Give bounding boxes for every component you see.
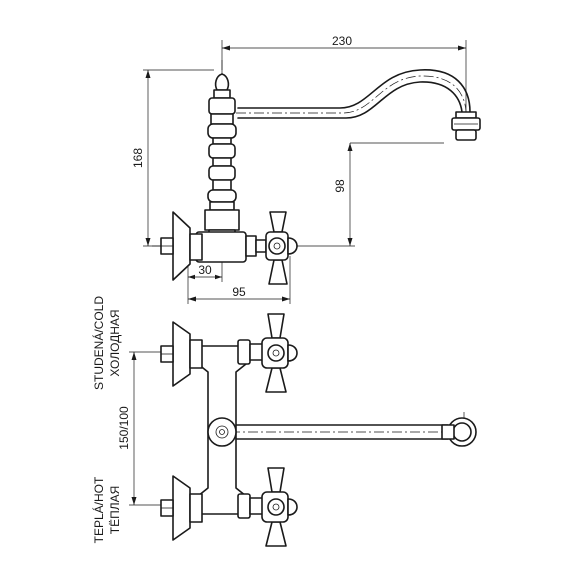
dimension-inlet-spacing: 150/100	[117, 351, 164, 506]
dimension-inlet-spacing-label: 150/100	[117, 406, 131, 450]
dimension-168-label: 168	[131, 148, 145, 168]
dimension-98-label: 98	[333, 179, 347, 193]
front-spout	[235, 417, 477, 447]
side-valve-body	[160, 211, 267, 281]
cold-label: STUDENÁ/COLD	[91, 296, 106, 390]
cold-label-cyrillic: ХОЛОДНАЯ	[108, 309, 122, 376]
hot-label-cyrillic: ТЁПЛАЯ	[108, 486, 122, 535]
dimension-95: 95	[188, 285, 290, 302]
side-cross-handle[interactable]	[265, 211, 298, 285]
dimension-230-label: 230	[332, 34, 352, 48]
dimension-98: 98	[333, 143, 353, 246]
cold-cross-handle[interactable]	[261, 313, 298, 393]
dimension-168: 168	[131, 70, 151, 246]
front-view: STUDENÁ/COLD ХОЛОДНАЯ TEPLÁ/HOT ТЁПЛАЯ 1…	[91, 296, 477, 547]
dimension-95-label: 95	[232, 285, 246, 299]
side-spout	[236, 69, 481, 141]
side-view: 230 168 98 30 95	[131, 34, 481, 304]
side-column	[204, 73, 240, 236]
dimension-30: 30	[188, 263, 222, 280]
dimension-30-label: 30	[198, 263, 212, 277]
front-body	[197, 345, 247, 515]
hot-cross-handle[interactable]	[261, 467, 298, 547]
hot-label: TEPLÁ/HOT	[91, 476, 106, 543]
cold-valve	[160, 321, 265, 387]
dimension-230: 230	[222, 34, 466, 51]
